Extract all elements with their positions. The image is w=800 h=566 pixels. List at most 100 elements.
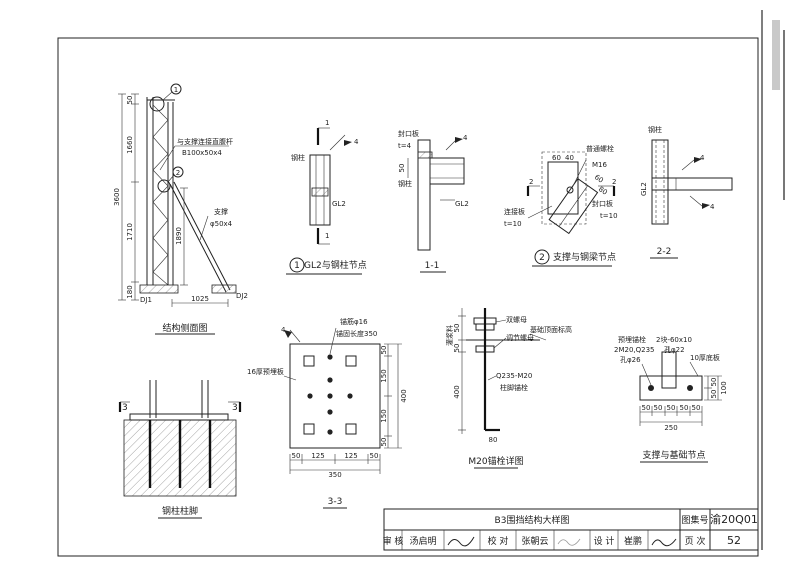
sec33-dr-0: 50: [380, 346, 388, 355]
foot-sec-right: 3: [232, 403, 238, 413]
node1-section-bottom: 1: [325, 232, 329, 240]
node2: 2 2 普通螺栓 M16 60 40 60 80 连接板 t=10 封口板 t=…: [504, 144, 618, 267]
bf-db-total: 250: [664, 424, 677, 432]
sec33-plate: 16厚预埋板: [247, 367, 284, 376]
sec22-title: 2-2: [657, 247, 672, 257]
sec33-dr-3: 50: [380, 438, 388, 447]
dim-1710: 1710: [126, 223, 134, 241]
sec33-anchor: 锚筋φ16: [340, 317, 368, 326]
node2-dim-a: 60: [552, 154, 561, 162]
section-3-3: 4 锚筋φ16 锚固长度350 16厚预埋板 50 125 125 50 350…: [247, 317, 408, 509]
sec33-title: 3-3: [328, 497, 343, 507]
brace-spec: φ50x4: [210, 220, 233, 228]
foot-dj1: DJ1: [140, 296, 152, 304]
anchor-dim-hook: 80: [489, 436, 498, 444]
node2-m16: M16: [592, 161, 607, 169]
drawing-title: B3围挡结构大样图: [495, 514, 570, 526]
brace-label: 支撑: [214, 207, 228, 216]
title-block: B3围挡结构大样图 图集号 渝20Q01 页 次 52 审 核 汤启明 校 对 …: [383, 508, 759, 551]
dim-3600: 3600: [113, 188, 121, 206]
node2-circle: 2: [539, 253, 545, 263]
bf-db-1: 50: [654, 404, 663, 412]
sec33-db-3: 50: [370, 452, 379, 460]
foot-title: 钢柱柱脚: [162, 505, 198, 517]
node1-weld: 4: [354, 138, 359, 146]
node1-circle: 1: [294, 261, 300, 271]
anchor-dim-2: 400: [453, 385, 461, 398]
sec11-weld: 4: [463, 134, 468, 142]
sec33-dr-1: 150: [380, 369, 388, 382]
anchor-dim-0: 50: [453, 324, 461, 333]
atlas-label: 图集号: [681, 514, 708, 526]
node2-conn: 连接板: [504, 207, 525, 216]
dim-50: 50: [126, 96, 134, 105]
side-view-title: 结构侧面图: [162, 322, 207, 334]
bf-hole1: 孔φ26: [620, 356, 641, 364]
sheet-border: [57, 37, 759, 557]
anchor-bolt: 50 50 400 80 灌浆料 双螺母 调节螺母 基础顶面标高 Q235-M2…: [445, 308, 572, 469]
sec22-gl2: GL2: [640, 182, 648, 196]
foot-dj2: DJ2: [236, 292, 248, 300]
dim-1025: 1025: [191, 295, 209, 303]
column-foot: 3 3 钢柱柱脚: [118, 380, 242, 519]
bf-plate: 2块-60x10: [656, 335, 692, 344]
anchor-nut: 双螺母: [506, 315, 527, 324]
review-label: 审 核: [383, 535, 404, 547]
anchor-dim-1: 50: [453, 344, 461, 353]
bf-title: 支撑与基础节点: [642, 449, 705, 461]
anchor-spec: Q235-M20: [496, 372, 532, 380]
bf-db-4: 50: [692, 404, 701, 412]
sec33-db-0: 50: [292, 452, 301, 460]
page-label: 页 次: [685, 535, 706, 547]
brace-foundation: 预埋锚栓 2M20,Q235 孔φ26 2块-60x10 孔φ22 10厚底板 …: [614, 335, 728, 463]
sec33-dr-total: 400: [400, 389, 408, 402]
callout-2: 2: [176, 169, 180, 177]
sec22-weld-a: 4: [700, 154, 705, 162]
check-label: 校 对: [488, 535, 509, 547]
node2-conn-t: t=10: [504, 220, 522, 228]
sec11-col: 钢柱: [398, 179, 412, 188]
design-label: 设 计: [594, 535, 615, 547]
node2-title: 支撑与钢梁节点: [553, 251, 616, 263]
bf-hole2: 孔φ22: [664, 346, 685, 354]
node2-dim-b: 40: [565, 154, 574, 162]
sec33-weld: 4: [281, 326, 286, 334]
bf-db-3: 50: [680, 404, 689, 412]
bf-embed: 预埋锚栓: [618, 335, 646, 344]
sec33-dr-2: 150: [380, 409, 388, 422]
page-number: 52: [727, 534, 741, 547]
side-view: 1 2 50 1660 1710 180 3600 1890 1025 与支撑连…: [113, 83, 248, 335]
sec11-t: t=4: [398, 142, 412, 150]
dim-1660: 1660: [126, 136, 134, 154]
bf-dr-total: 100: [720, 381, 728, 394]
node2-cap: 封口板: [592, 199, 613, 208]
node2-sec-left: 2: [529, 178, 533, 186]
page-edge: [761, 10, 785, 550]
atlas-number: 渝20Q01: [710, 512, 758, 526]
check-name: 张朝云: [521, 536, 548, 547]
bf-dr-0: 50: [710, 378, 718, 387]
design-name: 崔鹏: [624, 535, 642, 547]
sec33-db-1: 125: [311, 452, 324, 460]
dim-1890: 1890: [175, 227, 183, 245]
sec11-title: 1-1: [425, 261, 440, 271]
anchor-type: 柱脚锚栓: [500, 383, 528, 392]
sec11-plate: 封口板: [398, 129, 419, 138]
anchor-top: 基础顶面标高: [530, 325, 572, 334]
node1: 1 1 4 钢柱 GL2 1 GL2与钢柱节点: [286, 119, 367, 275]
bf-db-0: 50: [642, 404, 651, 412]
sec33-anchor-len: 锚固长度350: [336, 329, 377, 338]
node2-dim-c: 60: [593, 173, 605, 185]
sec22-col: 钢柱: [648, 125, 662, 134]
node1-title: GL2与钢柱节点: [304, 259, 367, 271]
node2-cap-t: t=10: [600, 212, 618, 220]
sec33-db-total: 350: [328, 471, 341, 479]
node1-col-label: 钢柱: [291, 153, 305, 162]
callout-1: 1: [174, 86, 178, 94]
node2-bolt: 普通螺栓: [586, 144, 614, 153]
top-rod-spec: B100x50x4: [182, 149, 222, 157]
sec11-beam: GL2: [455, 200, 469, 208]
top-rod-label: 与支撑连接直腹杆: [177, 137, 233, 146]
node2-dim-d: 80: [597, 185, 609, 197]
